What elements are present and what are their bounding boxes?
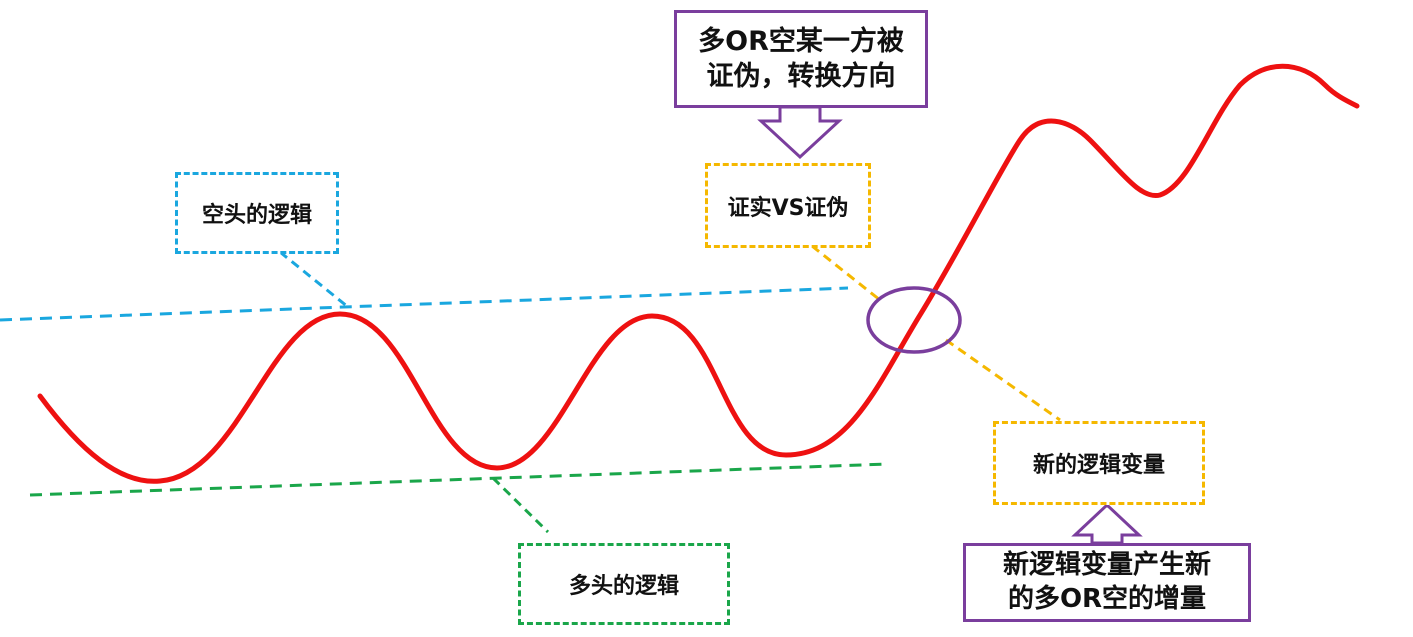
falsified-box: 多OR空某一方被 证伪，转换方向 <box>674 10 928 108</box>
bull-boundary-line <box>29 462 889 497</box>
increment-line-2: 的多OR空的增量 <box>1007 583 1207 614</box>
bull-connector <box>491 476 550 534</box>
bear-logic-box: 空头的逻辑 <box>175 172 339 254</box>
new-variable-box: 新的逻辑变量 <box>993 421 1205 505</box>
bear-connector <box>279 250 349 309</box>
bear-boundary-line <box>0 286 849 322</box>
bull-logic-label: 多头的逻辑 <box>568 574 679 599</box>
new-variable-connector <box>945 338 1061 422</box>
verify-box: 证实VS证伪 <box>705 163 871 248</box>
bear-logic-label: 空头的逻辑 <box>201 203 312 228</box>
increment-box: 新逻辑变量产生新 的多OR空的增量 <box>963 543 1251 622</box>
bull-logic-box: 多头的逻辑 <box>518 543 730 625</box>
increment-line-1: 新逻辑变量产生新 <box>1002 549 1211 580</box>
new-variable-label: 新的逻辑变量 <box>1032 453 1165 478</box>
verify-connector <box>811 244 881 302</box>
price-curve <box>37 63 1360 484</box>
verify-label: 证实VS证伪 <box>727 195 849 221</box>
up-arrow <box>1071 502 1143 545</box>
falsified-line-1: 多OR空某一方被 <box>698 25 904 57</box>
falsified-line-2: 证伪，转换方向 <box>706 61 896 92</box>
breakout-ellipse <box>866 286 962 354</box>
down-arrow <box>757 105 843 160</box>
